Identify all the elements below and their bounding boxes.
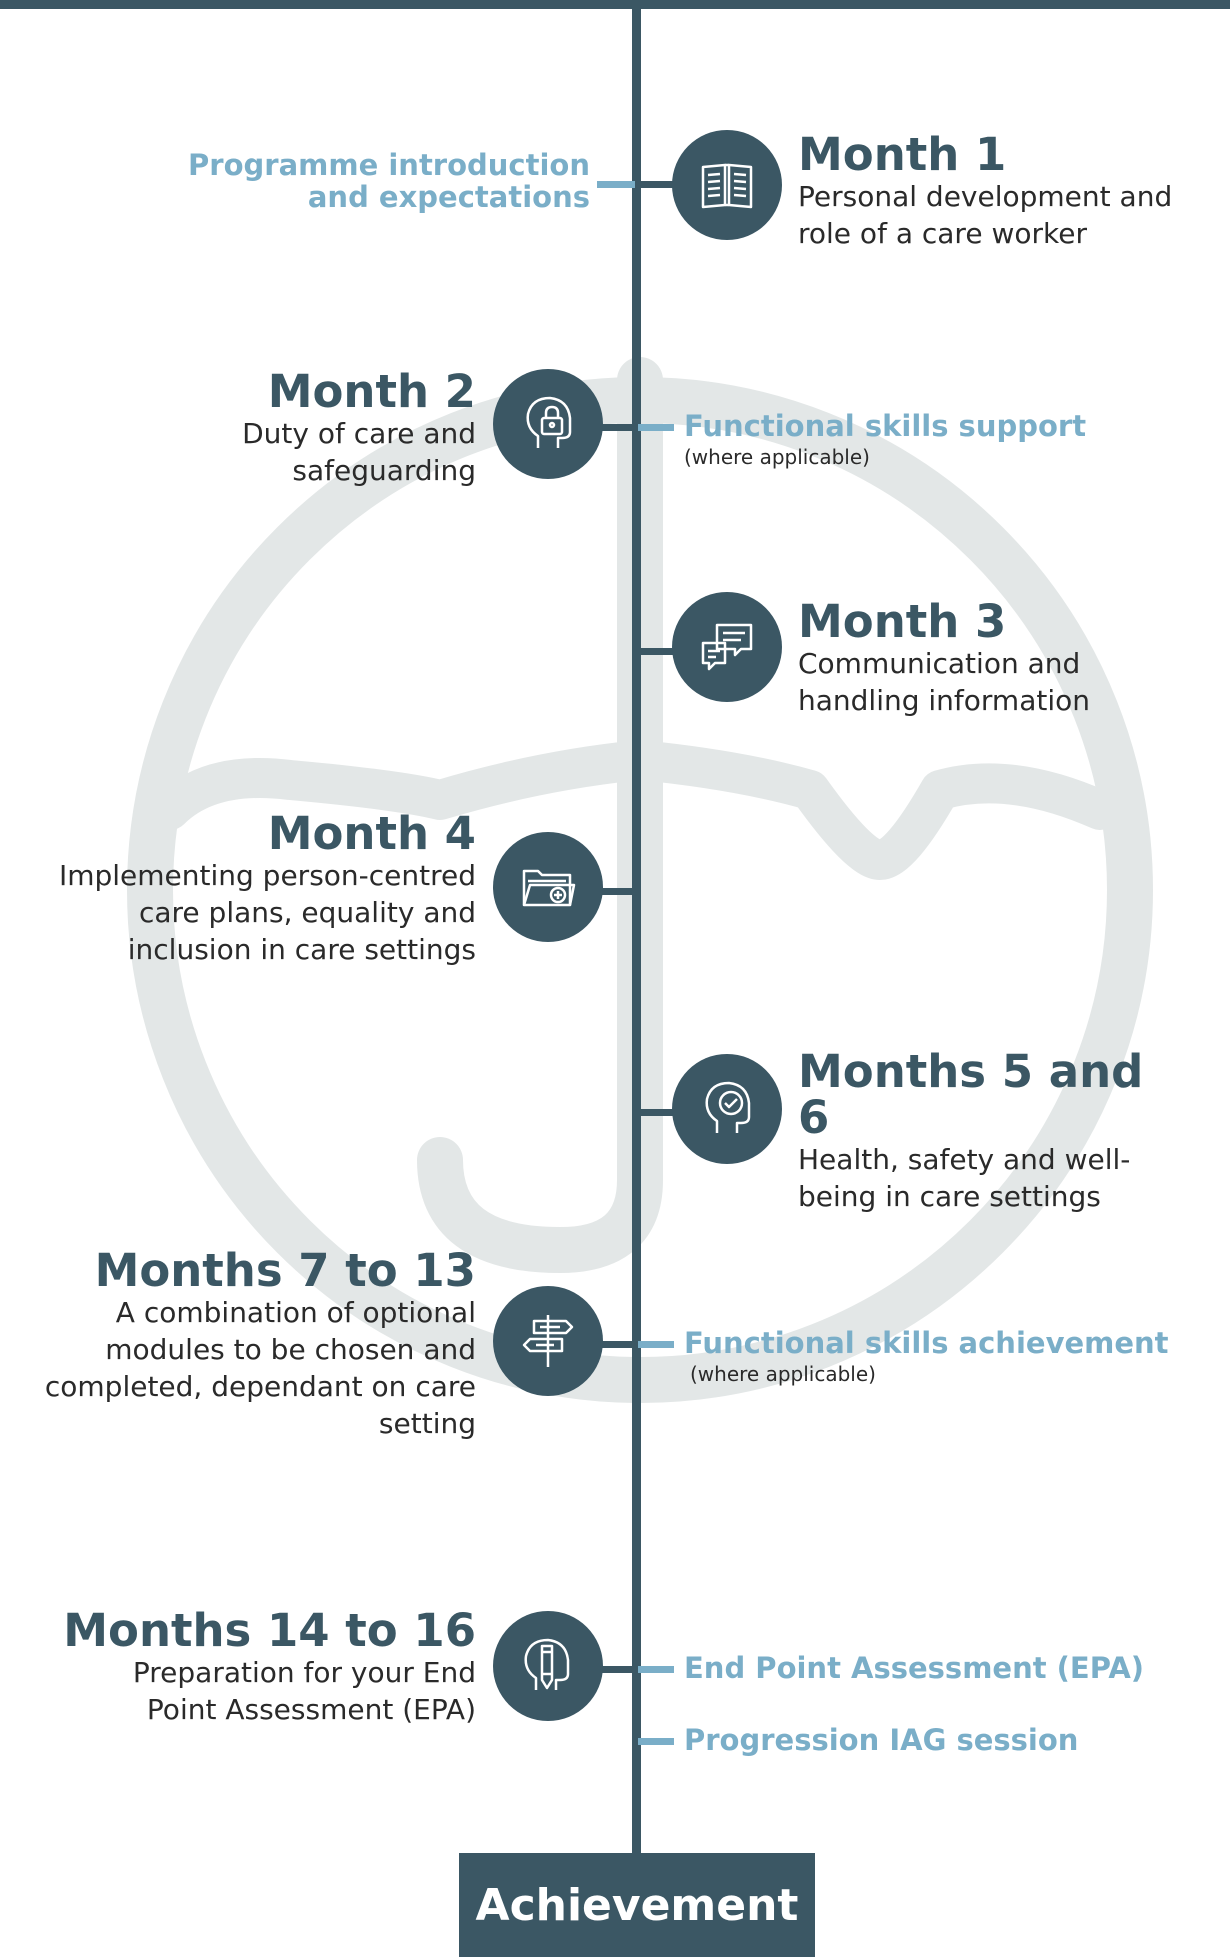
milestone-description: Preparation for your End Point Assessmen… [132, 1656, 476, 1726]
milestone-description: Personal development and role of a care … [798, 180, 1173, 250]
connector-epa [638, 1666, 674, 1673]
milestone-description: Duty of care and safeguarding [242, 417, 476, 487]
milestone-title: Months 7 to 13 [94, 1244, 476, 1297]
milestone-description: A combination of optional modules to be … [44, 1296, 476, 1440]
milestone-months-14-16: Months 14 to 16 Preparation for your End… [60, 1608, 476, 1728]
connector-month-4 [598, 888, 636, 895]
connector-months-7-13 [598, 1341, 636, 1348]
milestone-title: Months 5 and 6 [798, 1045, 1144, 1144]
top-bar [0, 0, 1230, 9]
milestone-title: Month 2 [267, 365, 476, 418]
head-pencil-icon [493, 1611, 603, 1721]
connector-months-14-16 [598, 1666, 636, 1673]
head-checkmark-icon [672, 1054, 782, 1164]
milestone-title: Months 14 to 16 [63, 1604, 476, 1657]
connector-month-3 [638, 648, 674, 655]
functional-support-label: Functional skills support [684, 409, 1087, 443]
milestone-title: Month 1 [798, 128, 1007, 181]
epa-label: End Point Assessment (EPA) [684, 1651, 1145, 1685]
medical-folder-icon [493, 832, 603, 942]
functional-achievement-label: Functional skills achievement [684, 1326, 1169, 1360]
speech-bubbles-icon [672, 592, 782, 702]
milestone-title: Month 4 [267, 807, 476, 860]
milestone-description: Communication and handling information [798, 647, 1091, 717]
milestone-month-1: Month 1 Personal development and role of… [798, 132, 1228, 252]
connector-month-2 [598, 424, 636, 431]
milestone-title: Month 3 [798, 595, 1007, 648]
milestone-month-3: Month 3 Communication and handling infor… [798, 599, 1198, 719]
connector-iag [638, 1738, 674, 1745]
achievement-box: Achievement [459, 1853, 815, 1957]
functional-support-note: (where applicable) [684, 445, 870, 469]
connector-functional-support [638, 424, 674, 431]
milestone-month-2: Month 2 Duty of care and safeguarding [160, 369, 476, 489]
signpost-icon [493, 1286, 603, 1396]
open-book-icon [672, 130, 782, 240]
connector-functional-achievement [638, 1341, 674, 1348]
iag-label: Progression IAG session [684, 1723, 1079, 1757]
head-padlock-icon [493, 369, 603, 479]
connector-month-1 [638, 181, 674, 188]
functional-achievement-note: (where applicable) [690, 1362, 876, 1386]
connector-intro [597, 181, 635, 188]
milestone-description: Health, safety and well-being in care se… [798, 1143, 1131, 1213]
intro-label: Programme introduction and expectations [188, 148, 590, 214]
connector-months-5-6 [638, 1109, 674, 1116]
milestone-months-5-6: Months 5 and 6 Health, safety and well-b… [798, 1049, 1178, 1215]
milestone-months-7-13: Months 7 to 13 A combination of optional… [40, 1248, 476, 1442]
timeline-spine [632, 0, 641, 1862]
milestone-description: Implementing person-centred care plans, … [58, 859, 476, 966]
milestone-month-4: Month 4 Implementing person-centred care… [10, 811, 476, 968]
